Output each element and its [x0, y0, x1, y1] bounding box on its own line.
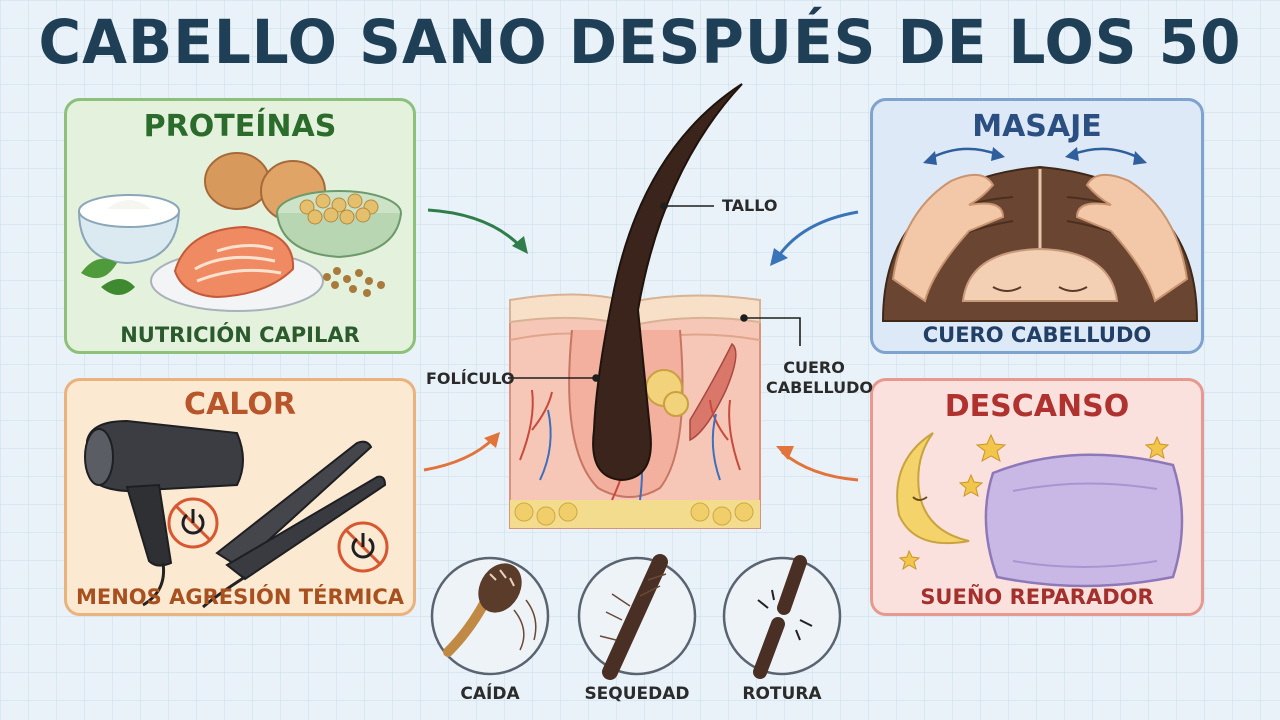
panel-proteinas: PROTEÍNAS NUTRICIÓN CAPILAR [64, 98, 416, 354]
heat-tools-illustration [84, 419, 389, 609]
proteinas-caption: NUTRICIÓN CAPILAR [120, 323, 360, 347]
problem-caida-icon [430, 556, 550, 676]
descanso-heading: DESCANSO [944, 389, 1130, 424]
problem-rotura-label: ROTURA [742, 684, 822, 704]
label-foliculo: FOLÍCULO [426, 369, 515, 388]
problem-sequedad-icon [577, 554, 697, 680]
calor-heading: CALOR [184, 387, 296, 422]
label-cuero-cabelludo: CUERO CABELLUDO [766, 358, 873, 398]
sleep-illustration [896, 432, 1184, 588]
panel-descanso: DESCANSO SUEÑO REPARADOR [870, 378, 1204, 616]
problem-caida-label: CAÍDA [460, 684, 520, 704]
masaje-heading: MASAJE [972, 109, 1102, 144]
descanso-caption: SUEÑO REPARADOR [920, 585, 1154, 609]
protein-foods-illustration [77, 152, 402, 312]
calor-caption: MENOS AGRESIÓN TÉRMICA [75, 585, 404, 609]
panel-masaje: MASAJE CUERO CABELLUDO [870, 98, 1204, 354]
problem-rotura-icon [722, 555, 842, 679]
masaje-caption: CUERO CABELLUDO [922, 323, 1152, 347]
scalp-massage-illustration [881, 147, 1199, 322]
problem-sequedad-label: SEQUEDAD [584, 684, 690, 704]
hair-shaft [592, 83, 743, 482]
page-title: CABELLO SANO DESPUÉS DE LOS 50 [38, 6, 1242, 78]
label-cuero-line2: CABELLUDO [766, 378, 873, 397]
panel-calor: CALOR MENOS AGRESIÓN TÉRMICA [64, 378, 416, 616]
proteinas-heading: PROTEÍNAS [143, 109, 337, 144]
label-cuero-line1: CUERO [783, 358, 845, 377]
label-tallo: TALLO [722, 196, 778, 215]
